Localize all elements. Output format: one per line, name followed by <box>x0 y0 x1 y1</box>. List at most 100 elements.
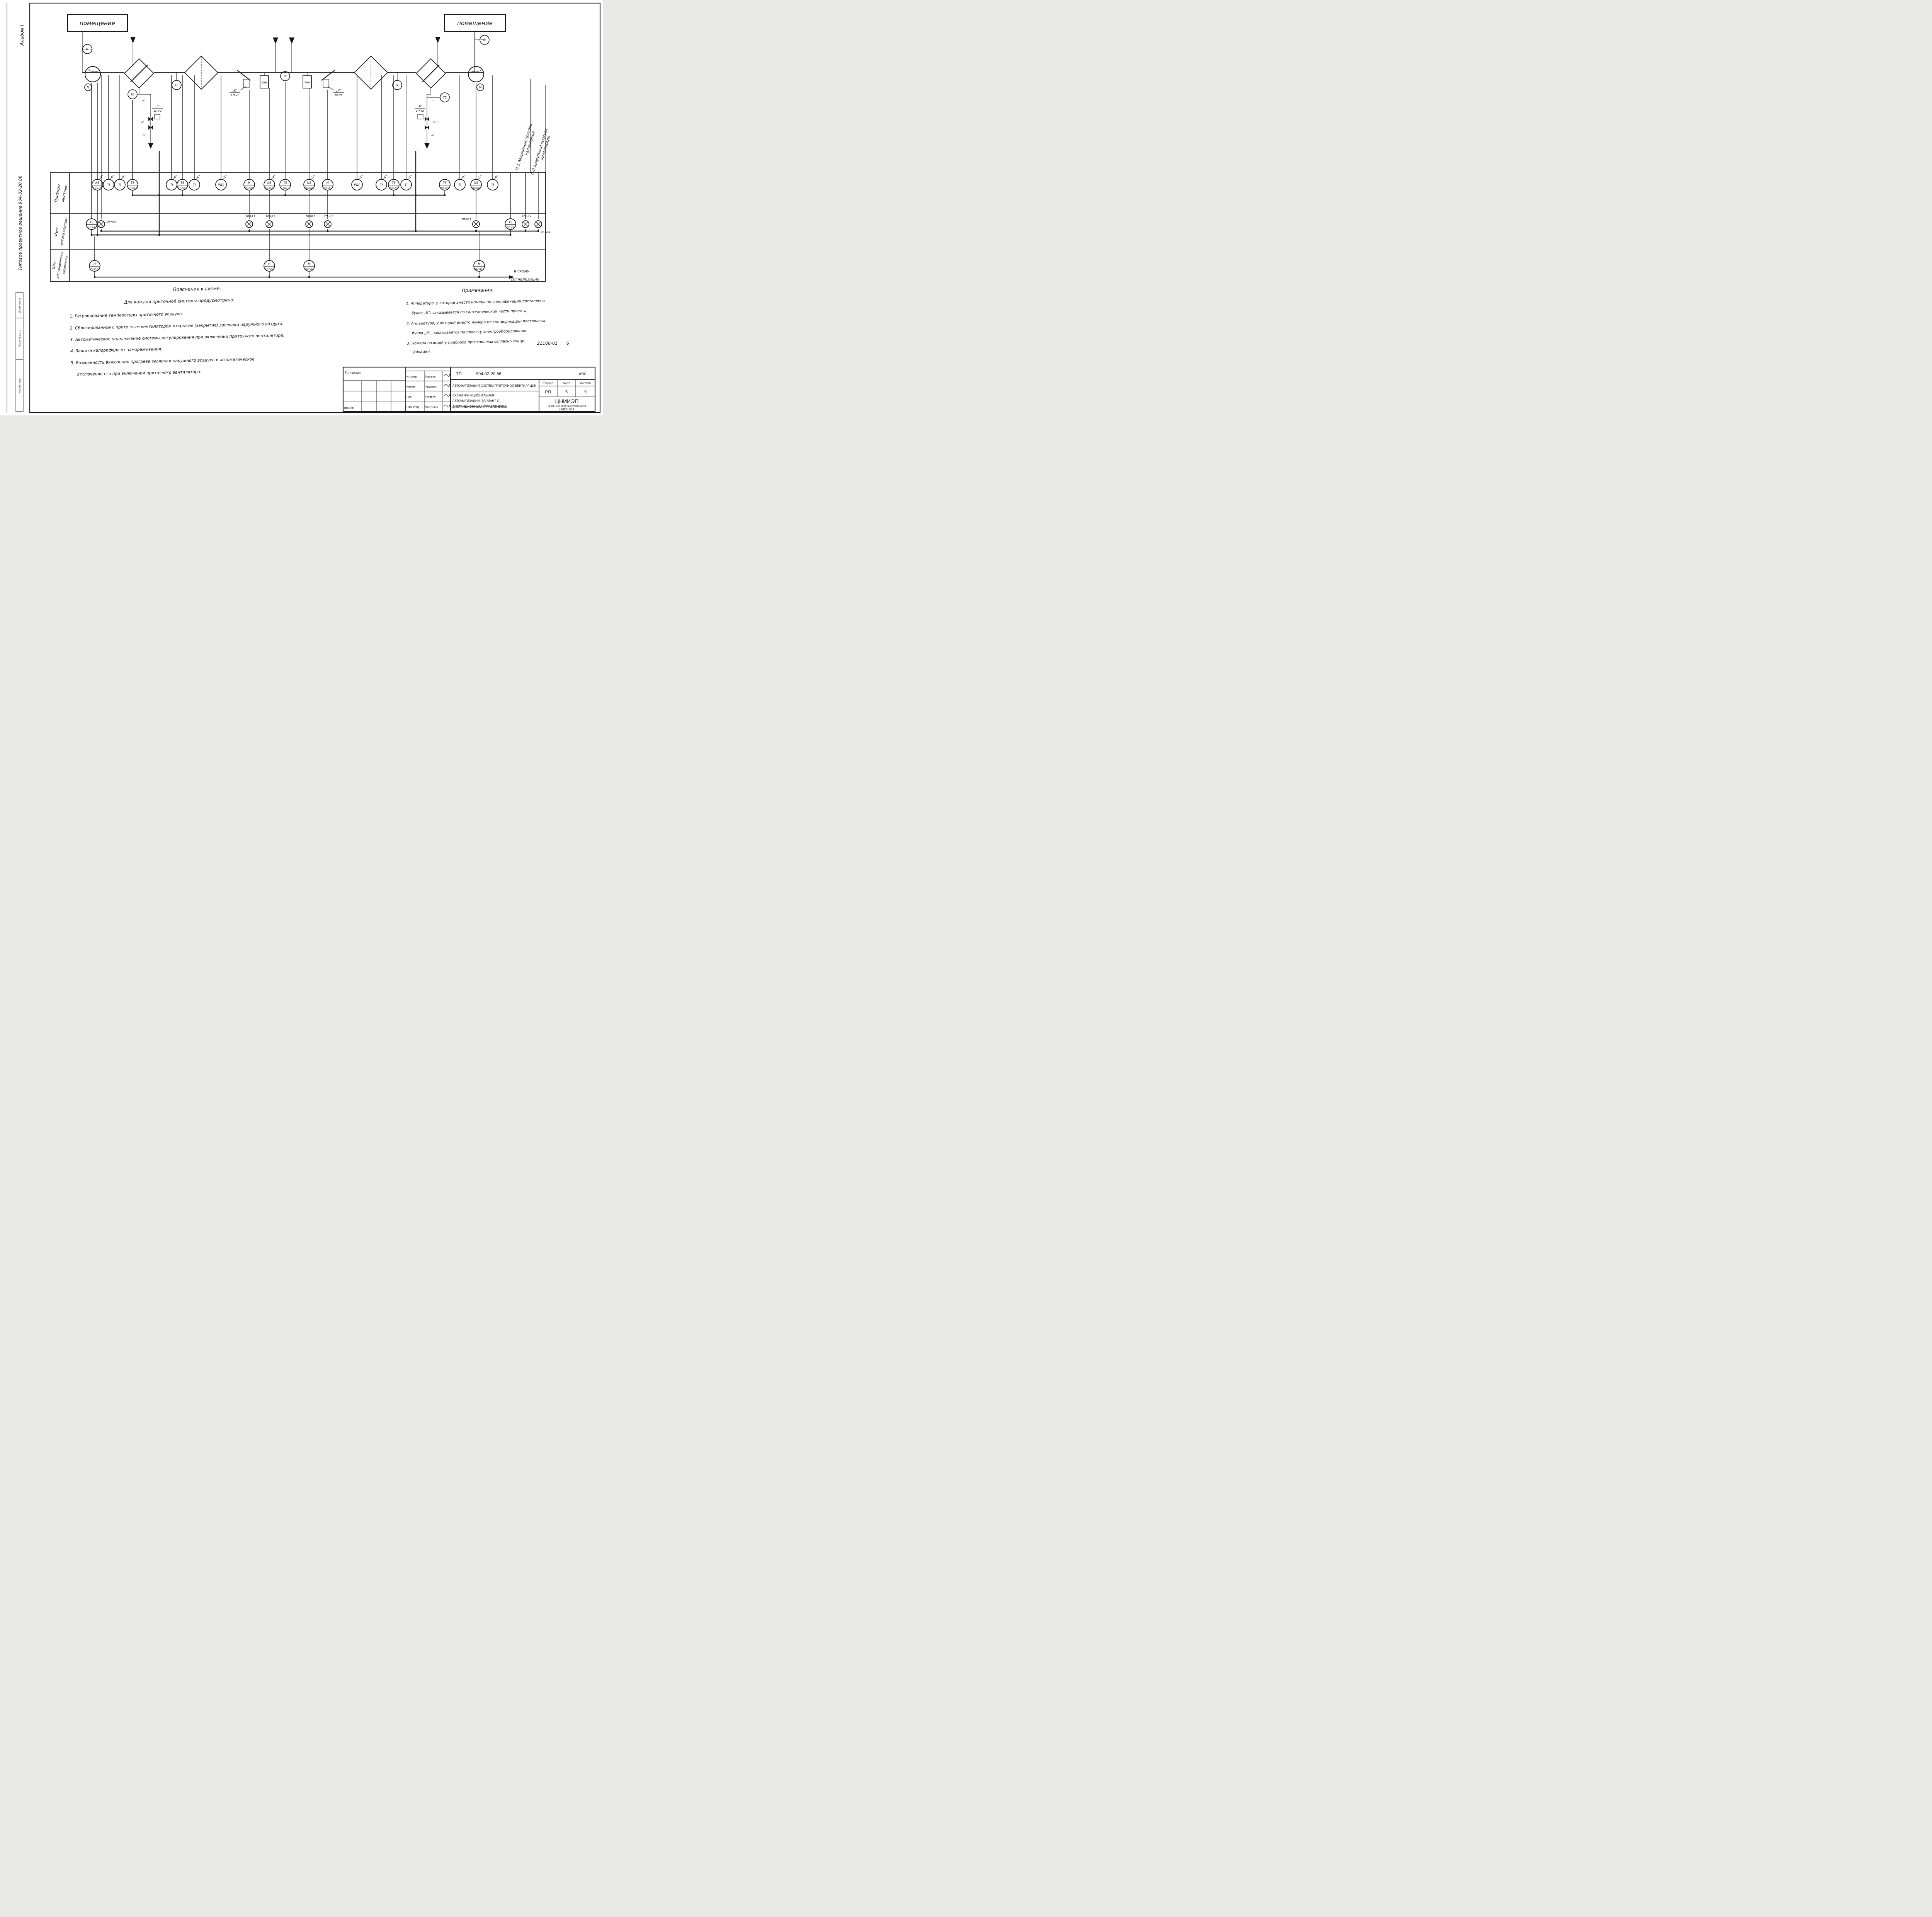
te-sensor <box>280 71 290 81</box>
tag-position: 2П-У2 <box>416 109 425 112</box>
valve-icon <box>427 125 429 130</box>
te-sensor <box>172 80 182 90</box>
lamp-icon <box>522 220 529 228</box>
valve-icon <box>148 125 151 130</box>
junction-dot <box>100 230 102 232</box>
signal-note: сигнализации <box>511 277 540 282</box>
lamp-icon <box>245 220 253 228</box>
instrument-tag: 1П-1ЦУ <box>93 187 102 190</box>
lamp-label: 1П-НL2 <box>265 215 275 218</box>
explanations-title: Пояснения к схеме. <box>173 286 221 292</box>
explanation-item: 5. Возможность включения прогрева заслон… <box>71 357 255 366</box>
instrument-function: TI <box>491 183 494 187</box>
lamp-label: 2П-НL1 <box>324 215 333 218</box>
damper-blade <box>321 70 335 81</box>
instrument-bubble <box>92 179 103 191</box>
order-letter: „Э" <box>310 175 316 180</box>
instrument-bubble <box>86 218 97 230</box>
org-dept: ИНЖЕНЕРНОГО ОБОРУДОВАНИЯ <box>548 405 586 408</box>
flow-arrow <box>273 37 278 44</box>
instrument-tag: 1П-SК2 <box>128 187 137 190</box>
signature-squiggle <box>444 384 450 387</box>
note-line: фикации. <box>412 349 431 354</box>
instrument-bubble <box>264 260 275 272</box>
notes-title: Примечания. <box>462 287 493 293</box>
instrument-bubble <box>177 179 188 191</box>
valve-icon <box>427 117 429 121</box>
pipe-medium-label: ог <box>141 121 144 124</box>
order-letter: „Э" <box>476 175 483 180</box>
fan-symbol <box>85 66 101 82</box>
order-letter: „К" <box>172 175 178 180</box>
scheme-struck-part: ДИСТАНЦИОННЫМ УПРАВЛЕНИЕМ <box>452 405 506 408</box>
stage-value: РП <box>545 390 551 395</box>
junction-dot <box>415 194 417 196</box>
instrument-bubble <box>103 179 114 191</box>
instrument-bubble <box>303 260 315 272</box>
instrument-tag: 1П-SК3 <box>178 187 187 190</box>
room-label-right: помещение <box>457 20 493 27</box>
flow-arrow <box>435 37 440 43</box>
pipe-medium-label: ог <box>143 134 146 137</box>
motor-symbol <box>84 83 92 91</box>
te-sensor <box>480 35 490 45</box>
tag-letter: „К" <box>336 89 341 92</box>
lamp-label: 2П-НL2 <box>305 215 315 218</box>
valve-actuator-box <box>417 114 423 119</box>
flow-arrow <box>130 37 136 43</box>
note-line: 1. Аппаратура, у которой вместо номера п… <box>406 299 545 306</box>
instrument-bubble <box>470 179 482 191</box>
lamp-label: 2П-НL4 <box>541 231 550 234</box>
stamp-label: Взам инв N <box>18 298 21 313</box>
pipe-medium-label: ог <box>431 134 434 137</box>
instrument-bubble <box>400 179 412 191</box>
motor-label: М <box>87 86 90 89</box>
explanation-item: 2. Сблокированное с приточным вентилятор… <box>70 321 284 331</box>
signature-squiggle <box>444 404 450 408</box>
order-letter: „К" <box>357 175 364 180</box>
list-header: ЛИСТ <box>563 382 570 385</box>
title-block: Привязан инв.№ Н.контр. Горская инжен. Ф… <box>342 366 596 412</box>
damper-actuator-box <box>243 79 250 88</box>
junction-dot <box>537 230 539 232</box>
junction-dot <box>475 230 477 232</box>
inv-no-label: инв.№ <box>344 406 354 410</box>
te-label: ТЕ <box>395 83 399 87</box>
explanation-item: 3. Автоматическое подключение системы ре… <box>70 333 284 342</box>
valve-icon <box>148 117 151 121</box>
instrument-bubble <box>439 179 451 191</box>
room-box-right <box>444 14 506 32</box>
instrument-function: NS <box>95 181 100 185</box>
row3-label: дистанционного <box>56 252 64 279</box>
page-number: 6 <box>566 341 569 346</box>
instrument-function: TI <box>193 183 196 187</box>
instrument-function: NS <box>307 181 311 185</box>
stamp-label: Подп. и дата <box>18 330 21 347</box>
lamp-icon <box>324 220 332 228</box>
instrument-tag: SК1 <box>283 187 287 190</box>
drawing-sheet: Взам инв N Подп. и дата Инв.№ подл. Альб… <box>0 0 603 415</box>
leader-line <box>240 86 246 90</box>
instrument-function: TI <box>458 183 461 187</box>
instrument-bubble <box>114 179 126 191</box>
instrument-bubble <box>243 179 255 191</box>
ten-label: ТЭН <box>304 81 310 84</box>
wire <box>306 221 312 227</box>
row3-label: управления <box>62 255 69 276</box>
instrument-tag: 1П-SВ5 <box>245 187 253 190</box>
lamp-label: 1П-НL1 <box>245 215 255 218</box>
scheme-title: СХЕМА ФУНКЦИОНАЛЬНАЯ <box>452 394 494 397</box>
instrument-bubble <box>388 179 400 191</box>
valve-actuator-box <box>154 114 160 119</box>
junction-dot <box>158 194 160 196</box>
junction-dot <box>415 230 417 232</box>
person-role: ГИП <box>406 395 412 398</box>
note-line: буква „Э", заказывается по проекту элект… <box>412 329 527 335</box>
listov-header: ЛИСТОВ <box>580 382 591 385</box>
instrument-function: TS <box>443 181 447 185</box>
tp-label: ТП <box>456 372 462 376</box>
row3-label: Щит <box>52 260 57 269</box>
order-letter: „К" <box>406 175 413 180</box>
signal-arrowhead <box>509 275 514 279</box>
instrument-tag: 2П-SВ5 <box>323 187 332 190</box>
